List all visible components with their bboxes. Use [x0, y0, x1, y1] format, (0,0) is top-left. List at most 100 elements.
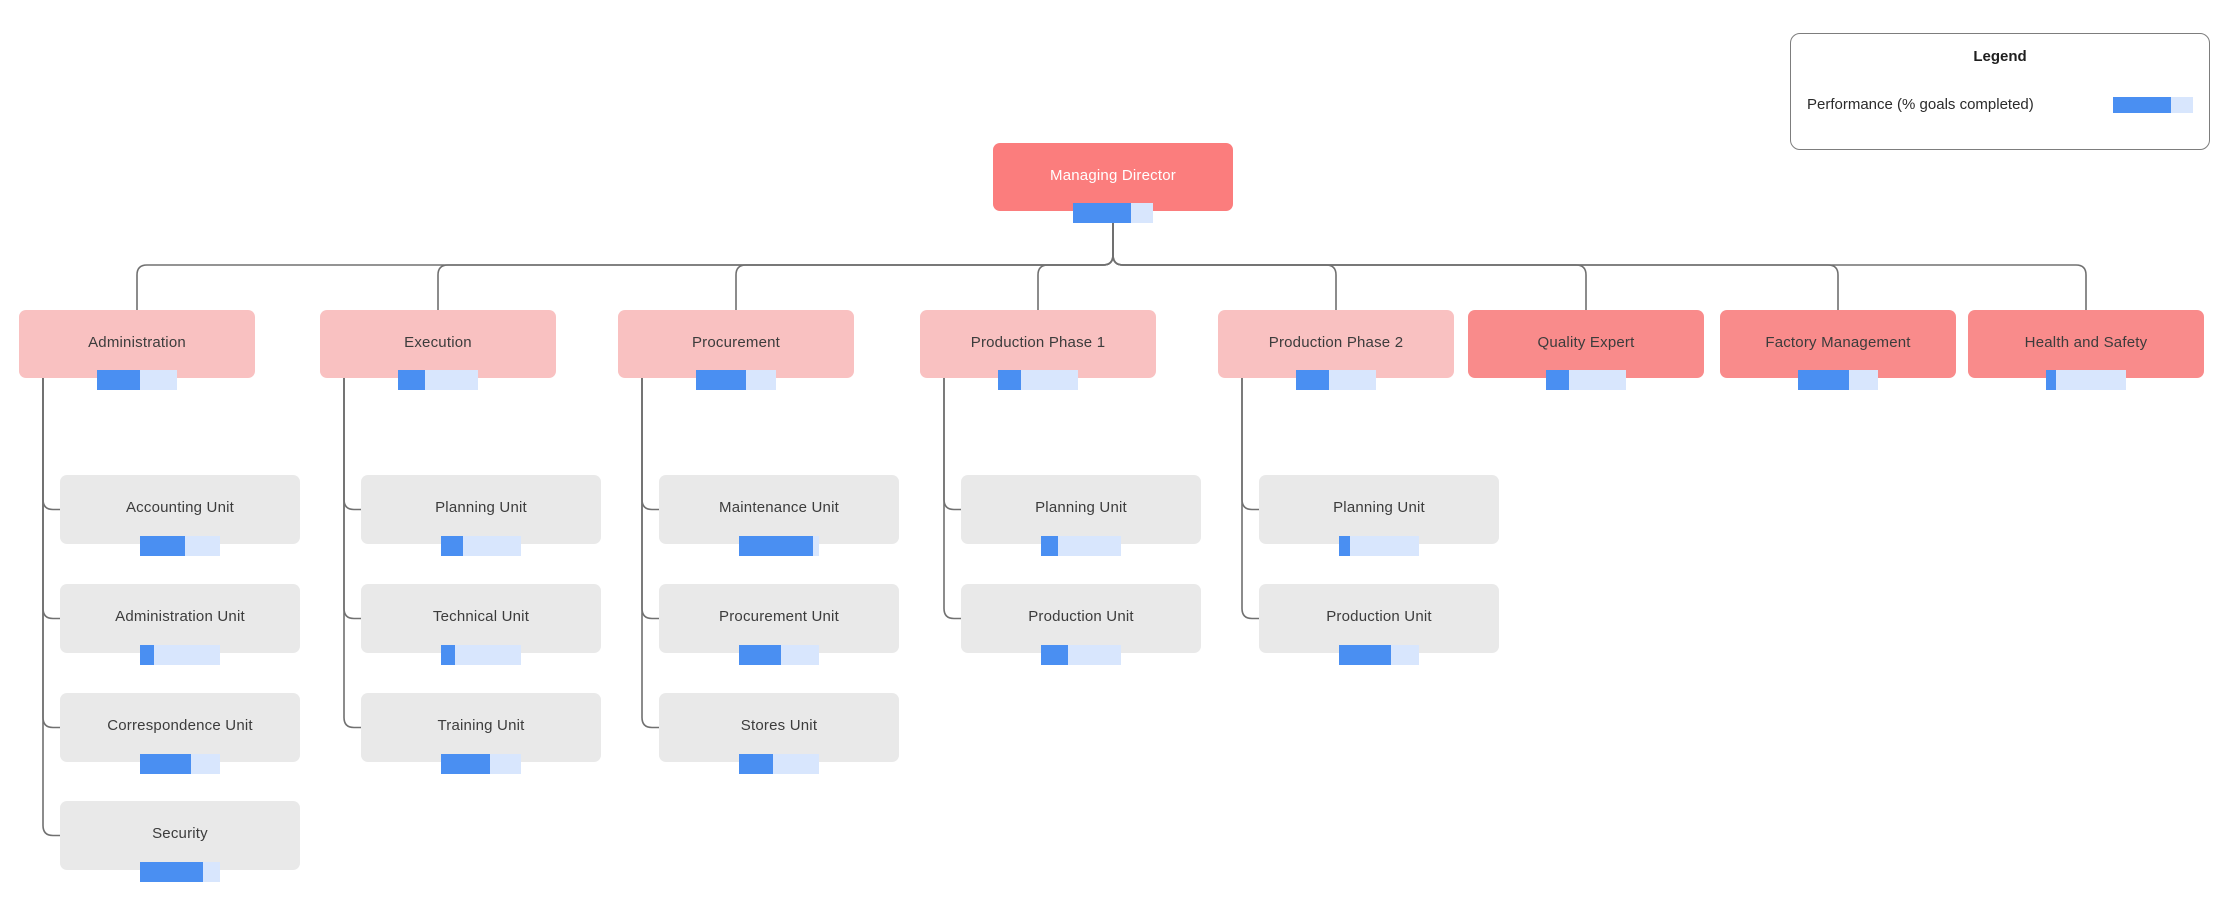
performance-bar — [1339, 536, 1419, 556]
performance-bar — [696, 370, 776, 390]
performance-bar — [97, 370, 177, 390]
performance-bar-fill — [739, 754, 773, 774]
performance-bar — [441, 754, 521, 774]
performance-bar-fill — [1296, 370, 1329, 390]
node-label: Procurement Unit — [719, 608, 839, 625]
performance-bar — [1546, 370, 1626, 390]
unit-node-planning-unit[interactable]: Planning Unit — [961, 475, 1201, 556]
department-node-procurement[interactable]: Procurement — [618, 310, 854, 390]
connector-edge — [343, 376, 361, 511]
performance-bar-fill — [140, 754, 192, 774]
node-label: Accounting Unit — [125, 499, 235, 516]
performance-bar-fill — [398, 370, 426, 390]
department-node-administration[interactable]: Administration — [19, 310, 255, 390]
performance-bar — [140, 536, 220, 556]
unit-node-maintenance-unit[interactable]: Maintenance Unit — [659, 475, 899, 556]
legend-performance-bar — [2113, 96, 2193, 113]
unit-node-planning-unit[interactable]: Planning Unit — [1259, 475, 1499, 556]
performance-bar-fill — [441, 754, 490, 774]
connector-edge — [735, 221, 1114, 310]
performance-bar — [1296, 370, 1376, 390]
legend-title: Legend — [1973, 48, 2027, 65]
unit-node-production-unit[interactable]: Production Unit — [961, 584, 1201, 665]
node-label: Factory Management — [1765, 333, 1911, 351]
performance-bar-fill — [1798, 370, 1850, 390]
connector-edge — [42, 376, 60, 511]
unit-node-administration-unit[interactable]: Administration Unit — [60, 584, 300, 665]
department-node-quality-expert[interactable]: Quality Expert — [1468, 310, 1704, 390]
legend-panel: Legend Performance (% goals completed) — [1790, 33, 2210, 150]
performance-bar — [739, 754, 819, 774]
department-node-execution[interactable]: Execution — [320, 310, 556, 390]
performance-bar-fill — [998, 370, 1022, 390]
performance-bar-fill — [140, 645, 154, 665]
unit-node-procurement-unit[interactable]: Procurement Unit — [659, 584, 899, 665]
connector-edge — [42, 376, 60, 729]
department-node-production-phase-2[interactable]: Production Phase 2 — [1218, 310, 1454, 390]
node-label: Production Unit — [1326, 608, 1432, 625]
performance-bar — [1041, 645, 1121, 665]
node-label: Administration Unit — [115, 608, 245, 625]
connector-edge — [1241, 376, 1259, 620]
performance-bar — [1073, 203, 1153, 223]
performance-bar — [739, 536, 819, 556]
node-label: Production Unit — [1028, 608, 1134, 625]
unit-node-stores-unit[interactable]: Stores Unit — [659, 693, 899, 774]
node-label: Quality Expert — [1537, 333, 1635, 351]
connector-edge — [1112, 221, 1587, 310]
node-label: Technical Unit — [432, 608, 530, 625]
performance-bar — [2046, 370, 2126, 390]
performance-bar — [140, 754, 220, 774]
performance-bar-fill — [739, 536, 814, 556]
connector-edge — [437, 221, 1114, 310]
legend-row: Performance (% goals completed) — [1807, 96, 2193, 113]
node-label: Administration — [88, 333, 186, 351]
node-label: Stores Unit — [740, 717, 818, 734]
connector-edge — [641, 376, 659, 620]
performance-bar-fill — [739, 645, 782, 665]
unit-node-accounting-unit[interactable]: Accounting Unit — [60, 475, 300, 556]
performance-bar-fill — [1041, 645, 1069, 665]
legend-performance-label: Performance (% goals completed) — [1807, 96, 2034, 113]
unit-node-planning-unit[interactable]: Planning Unit — [361, 475, 601, 556]
connector-edge — [42, 376, 60, 620]
department-node-health-and-safety[interactable]: Health and Safety — [1968, 310, 2204, 390]
node-label: Security — [152, 825, 208, 842]
connector-edge — [1112, 221, 2087, 310]
connector-edge — [343, 376, 361, 620]
connector-edge — [943, 376, 961, 620]
performance-bar-fill — [140, 536, 185, 556]
performance-bar-fill — [1546, 370, 1570, 390]
node-label: Planning Unit — [435, 499, 527, 516]
unit-node-correspondence-unit[interactable]: Correspondence Unit — [60, 693, 300, 774]
performance-bar-fill — [1041, 536, 1058, 556]
department-node-factory-management[interactable]: Factory Management — [1720, 310, 1956, 390]
node-label: Planning Unit — [1035, 499, 1127, 516]
unit-node-production-unit[interactable]: Production Unit — [1259, 584, 1499, 665]
node-label: Training Unit — [437, 717, 525, 734]
node-label: Execution — [404, 333, 472, 351]
node-label: Planning Unit — [1333, 499, 1425, 516]
performance-bar-fill — [1073, 203, 1132, 223]
connector-edge — [943, 376, 961, 511]
legend-performance-bar-fill — [2113, 96, 2171, 113]
performance-bar — [1041, 536, 1121, 556]
connector-edge — [343, 376, 361, 729]
connector-edge — [136, 221, 1114, 310]
connector-edge — [1112, 221, 1337, 310]
unit-node-technical-unit[interactable]: Technical Unit — [361, 584, 601, 665]
unit-node-security[interactable]: Security — [60, 801, 300, 882]
root-node-managing-director[interactable]: Managing Director — [993, 143, 1233, 223]
unit-node-training-unit[interactable]: Training Unit — [361, 693, 601, 774]
node-label: Production Phase 1 — [970, 333, 1106, 351]
connector-edge — [641, 376, 659, 511]
performance-bar — [140, 645, 220, 665]
node-label: Procurement — [691, 333, 781, 351]
performance-bar-fill — [441, 536, 464, 556]
department-node-production-phase-1[interactable]: Production Phase 1 — [920, 310, 1156, 390]
performance-bar — [441, 645, 521, 665]
performance-bar-fill — [1339, 536, 1351, 556]
performance-bar — [140, 862, 220, 882]
connector-edge — [1037, 221, 1114, 310]
